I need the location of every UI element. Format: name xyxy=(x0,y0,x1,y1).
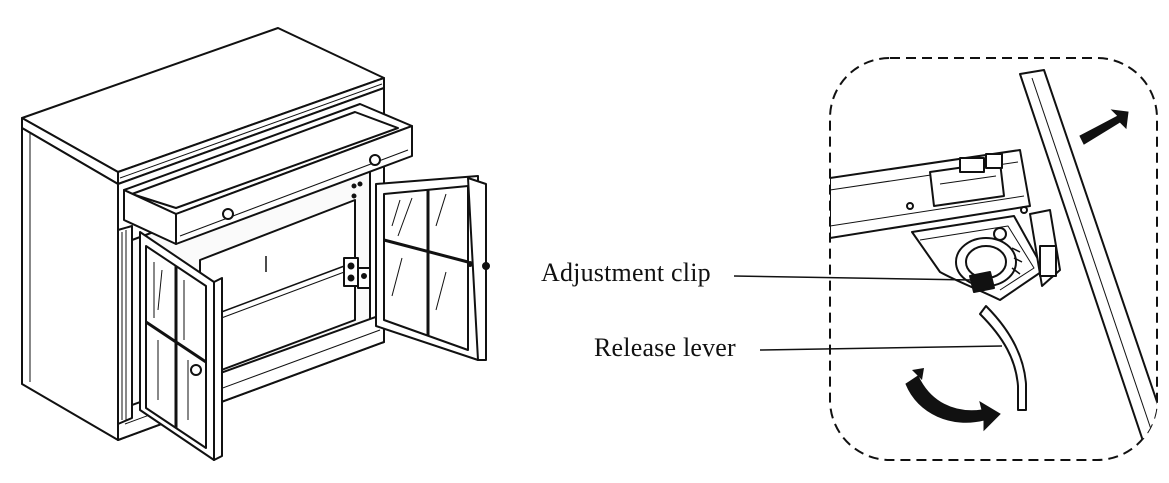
right-door-knob xyxy=(482,262,490,270)
cabinet-illustration xyxy=(21,27,490,461)
rotation-arrow-icon xyxy=(905,375,1001,432)
adjustment-clip-label: Adjustment clip xyxy=(541,258,711,287)
adjustment-clip-tab xyxy=(969,271,995,293)
direction-arrow-icon xyxy=(1079,109,1129,145)
cabinet-left-side xyxy=(21,127,119,441)
detail-frame xyxy=(829,57,1158,461)
drawer-front xyxy=(175,125,413,245)
hinge xyxy=(343,257,371,289)
left-door-knob xyxy=(190,364,202,376)
drawer-inside xyxy=(131,111,399,209)
release-lever-label: Release lever xyxy=(594,333,736,362)
release-lever-leader xyxy=(759,345,1003,351)
detail-view xyxy=(830,69,1157,451)
adjustment-clip-leader xyxy=(733,275,973,281)
drawer-knob-right xyxy=(369,154,381,166)
drawer-knob-left xyxy=(222,208,234,220)
door-panel xyxy=(1019,69,1157,451)
release-lever xyxy=(979,305,1027,411)
